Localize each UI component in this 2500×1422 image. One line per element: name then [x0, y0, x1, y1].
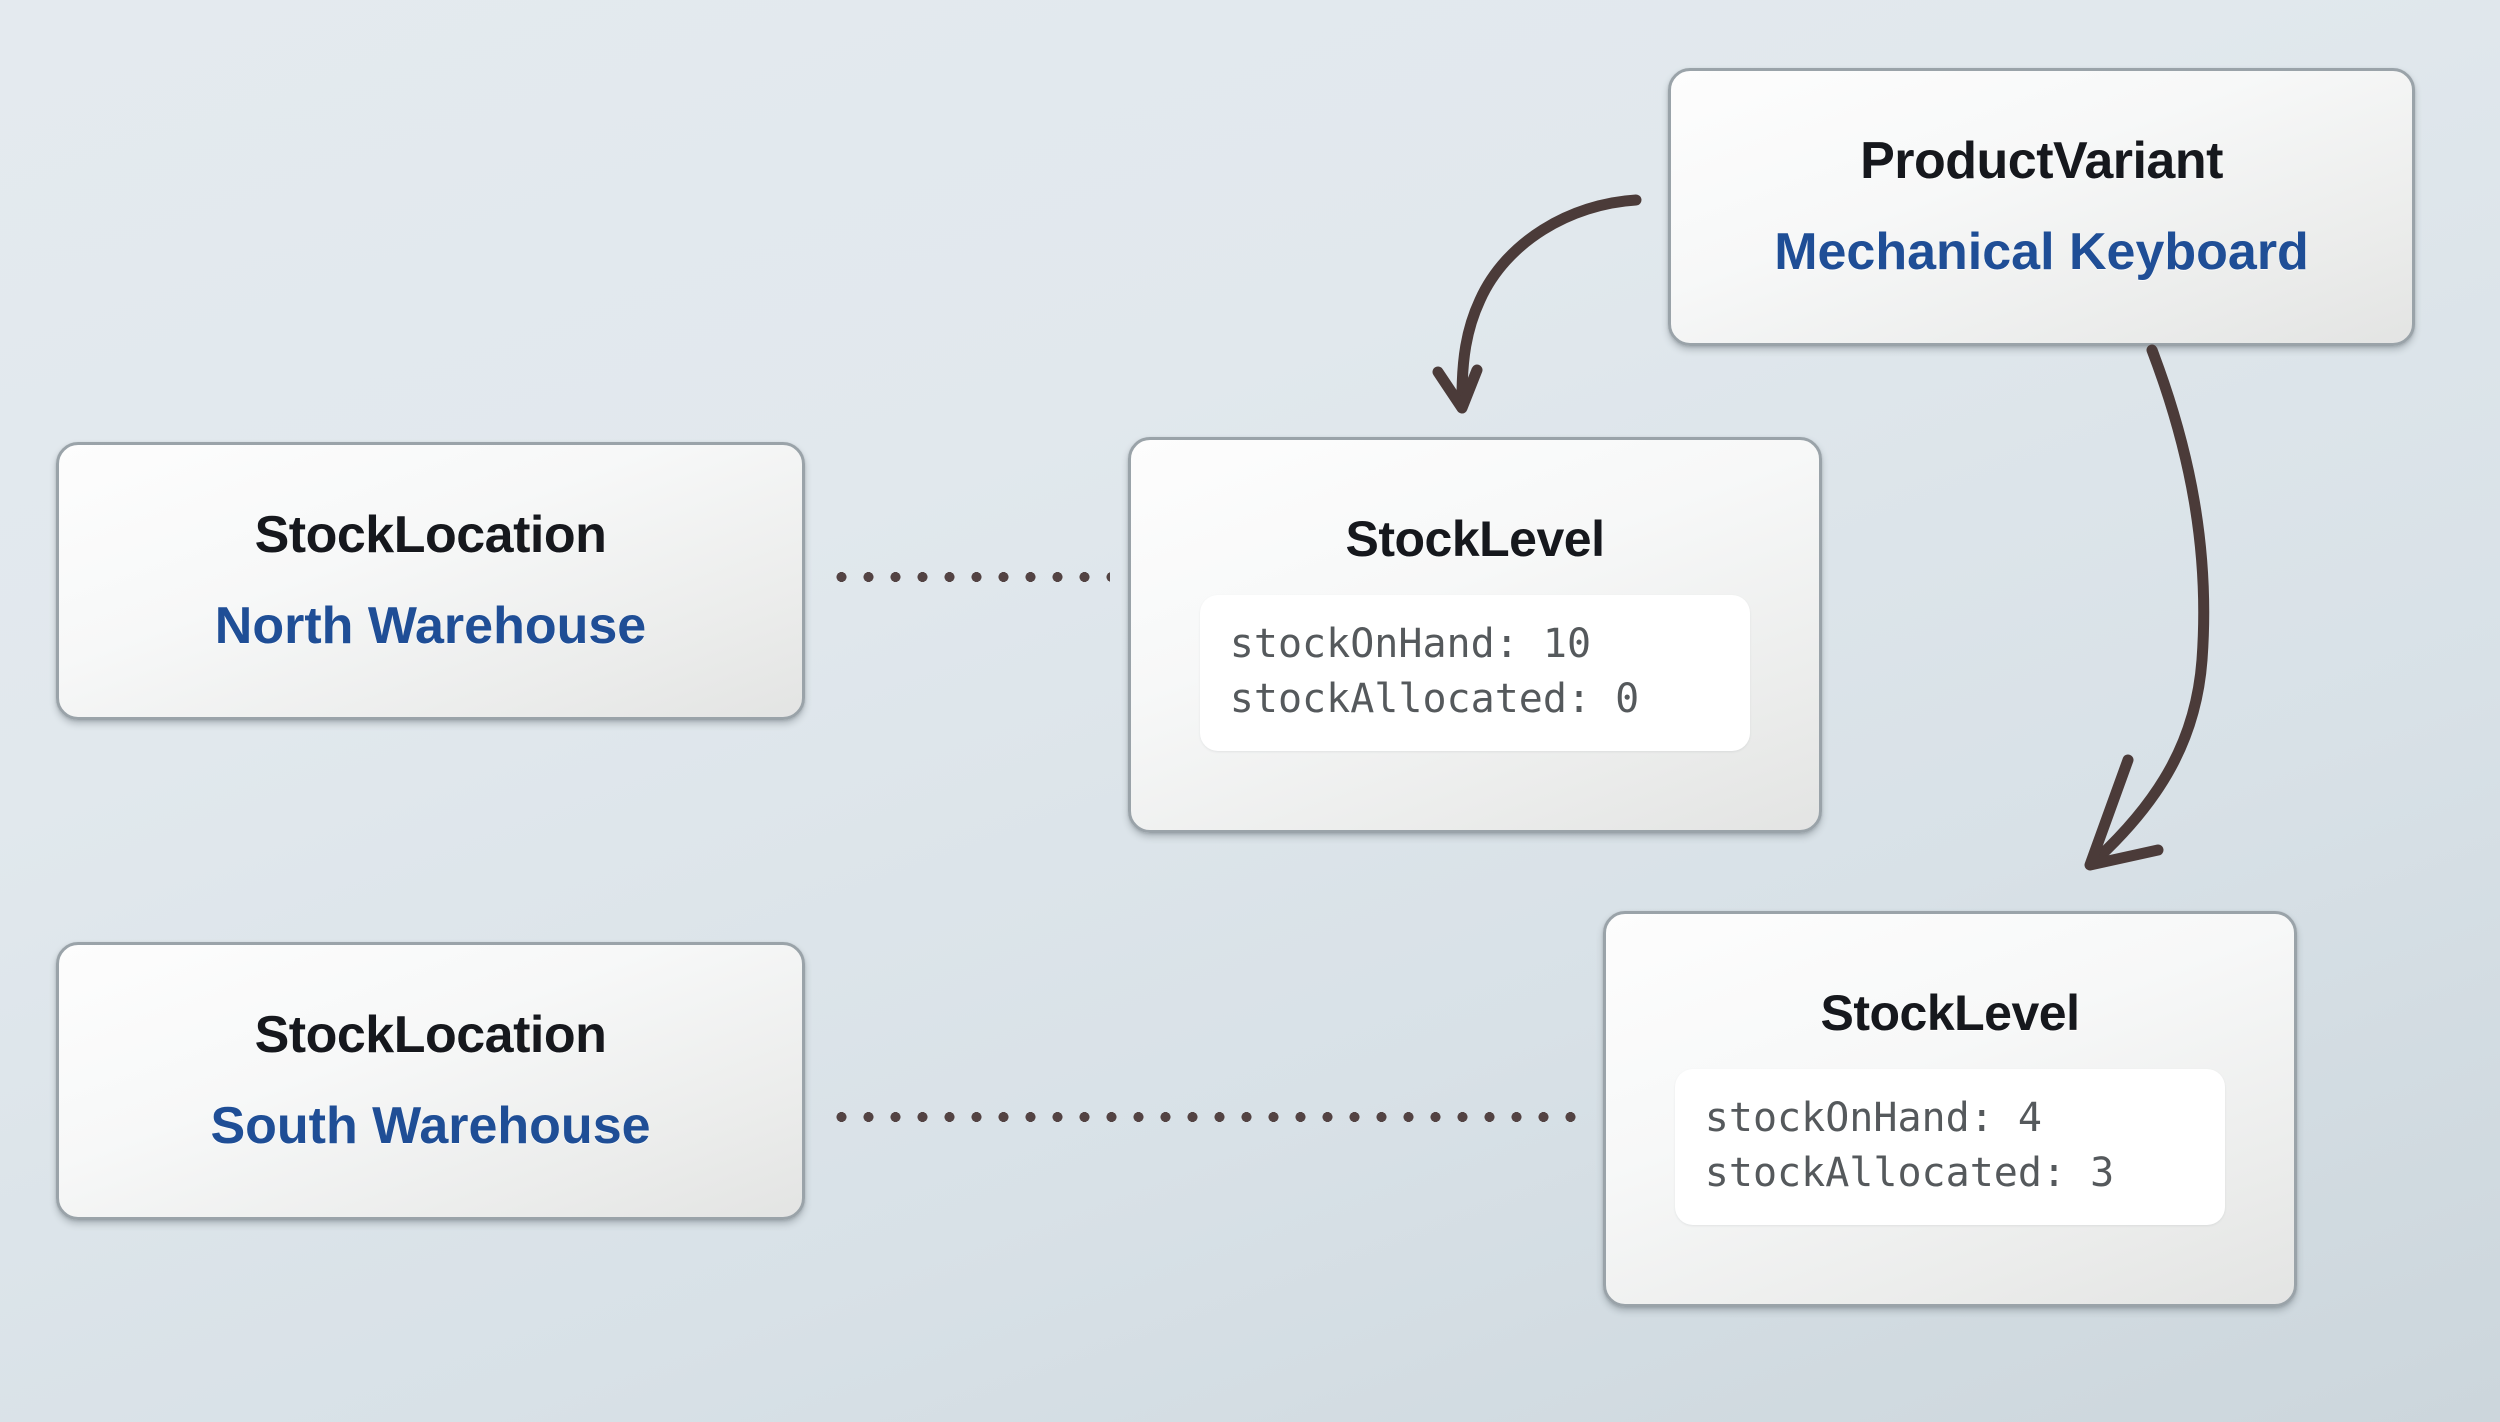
connector-south-location-to-south-level	[828, 1112, 1588, 1122]
node-entity-label: StockLevel	[1345, 510, 1605, 567]
field-stock-on-hand: stockOnHand: 10	[1229, 621, 1592, 668]
node-instance-label: Mechanical Keyboard	[1774, 223, 2309, 281]
node-entity-label: ProductVariant	[1860, 132, 2223, 191]
node-stock-location-north[interactable]: StockLocation North Warehouse	[56, 442, 805, 720]
node-instance-label: South Warehouse	[210, 1097, 651, 1155]
node-stock-location-south[interactable]: StockLocation South Warehouse	[56, 942, 805, 1220]
field-stock-allocated: stockAllocated: 0	[1229, 676, 1640, 723]
field-stock-on-hand: stockOnHand: 4	[1704, 1095, 2042, 1142]
stock-level-fields-panel: stockOnHand: 4 stockAllocated: 3	[1674, 1069, 2226, 1226]
node-product-variant[interactable]: ProductVariant Mechanical Keyboard	[1668, 68, 2415, 346]
node-stock-level-south[interactable]: StockLevel stockOnHand: 4 stockAllocated…	[1603, 911, 2297, 1307]
node-instance-label: North Warehouse	[214, 597, 647, 655]
node-entity-label: StockLocation	[254, 506, 607, 565]
stock-level-fields-panel: stockOnHand: 10 stockAllocated: 0	[1199, 595, 1751, 752]
node-entity-label: StockLocation	[254, 1006, 607, 1065]
connector-variant-to-south-level	[2084, 344, 2210, 871]
field-stock-allocated: stockAllocated: 3	[1704, 1150, 2115, 1197]
connector-north-location-to-north-level	[828, 572, 1110, 582]
node-entity-label: StockLevel	[1820, 984, 2080, 1041]
node-stock-level-north[interactable]: StockLevel stockOnHand: 10 stockAllocate…	[1128, 437, 1822, 833]
